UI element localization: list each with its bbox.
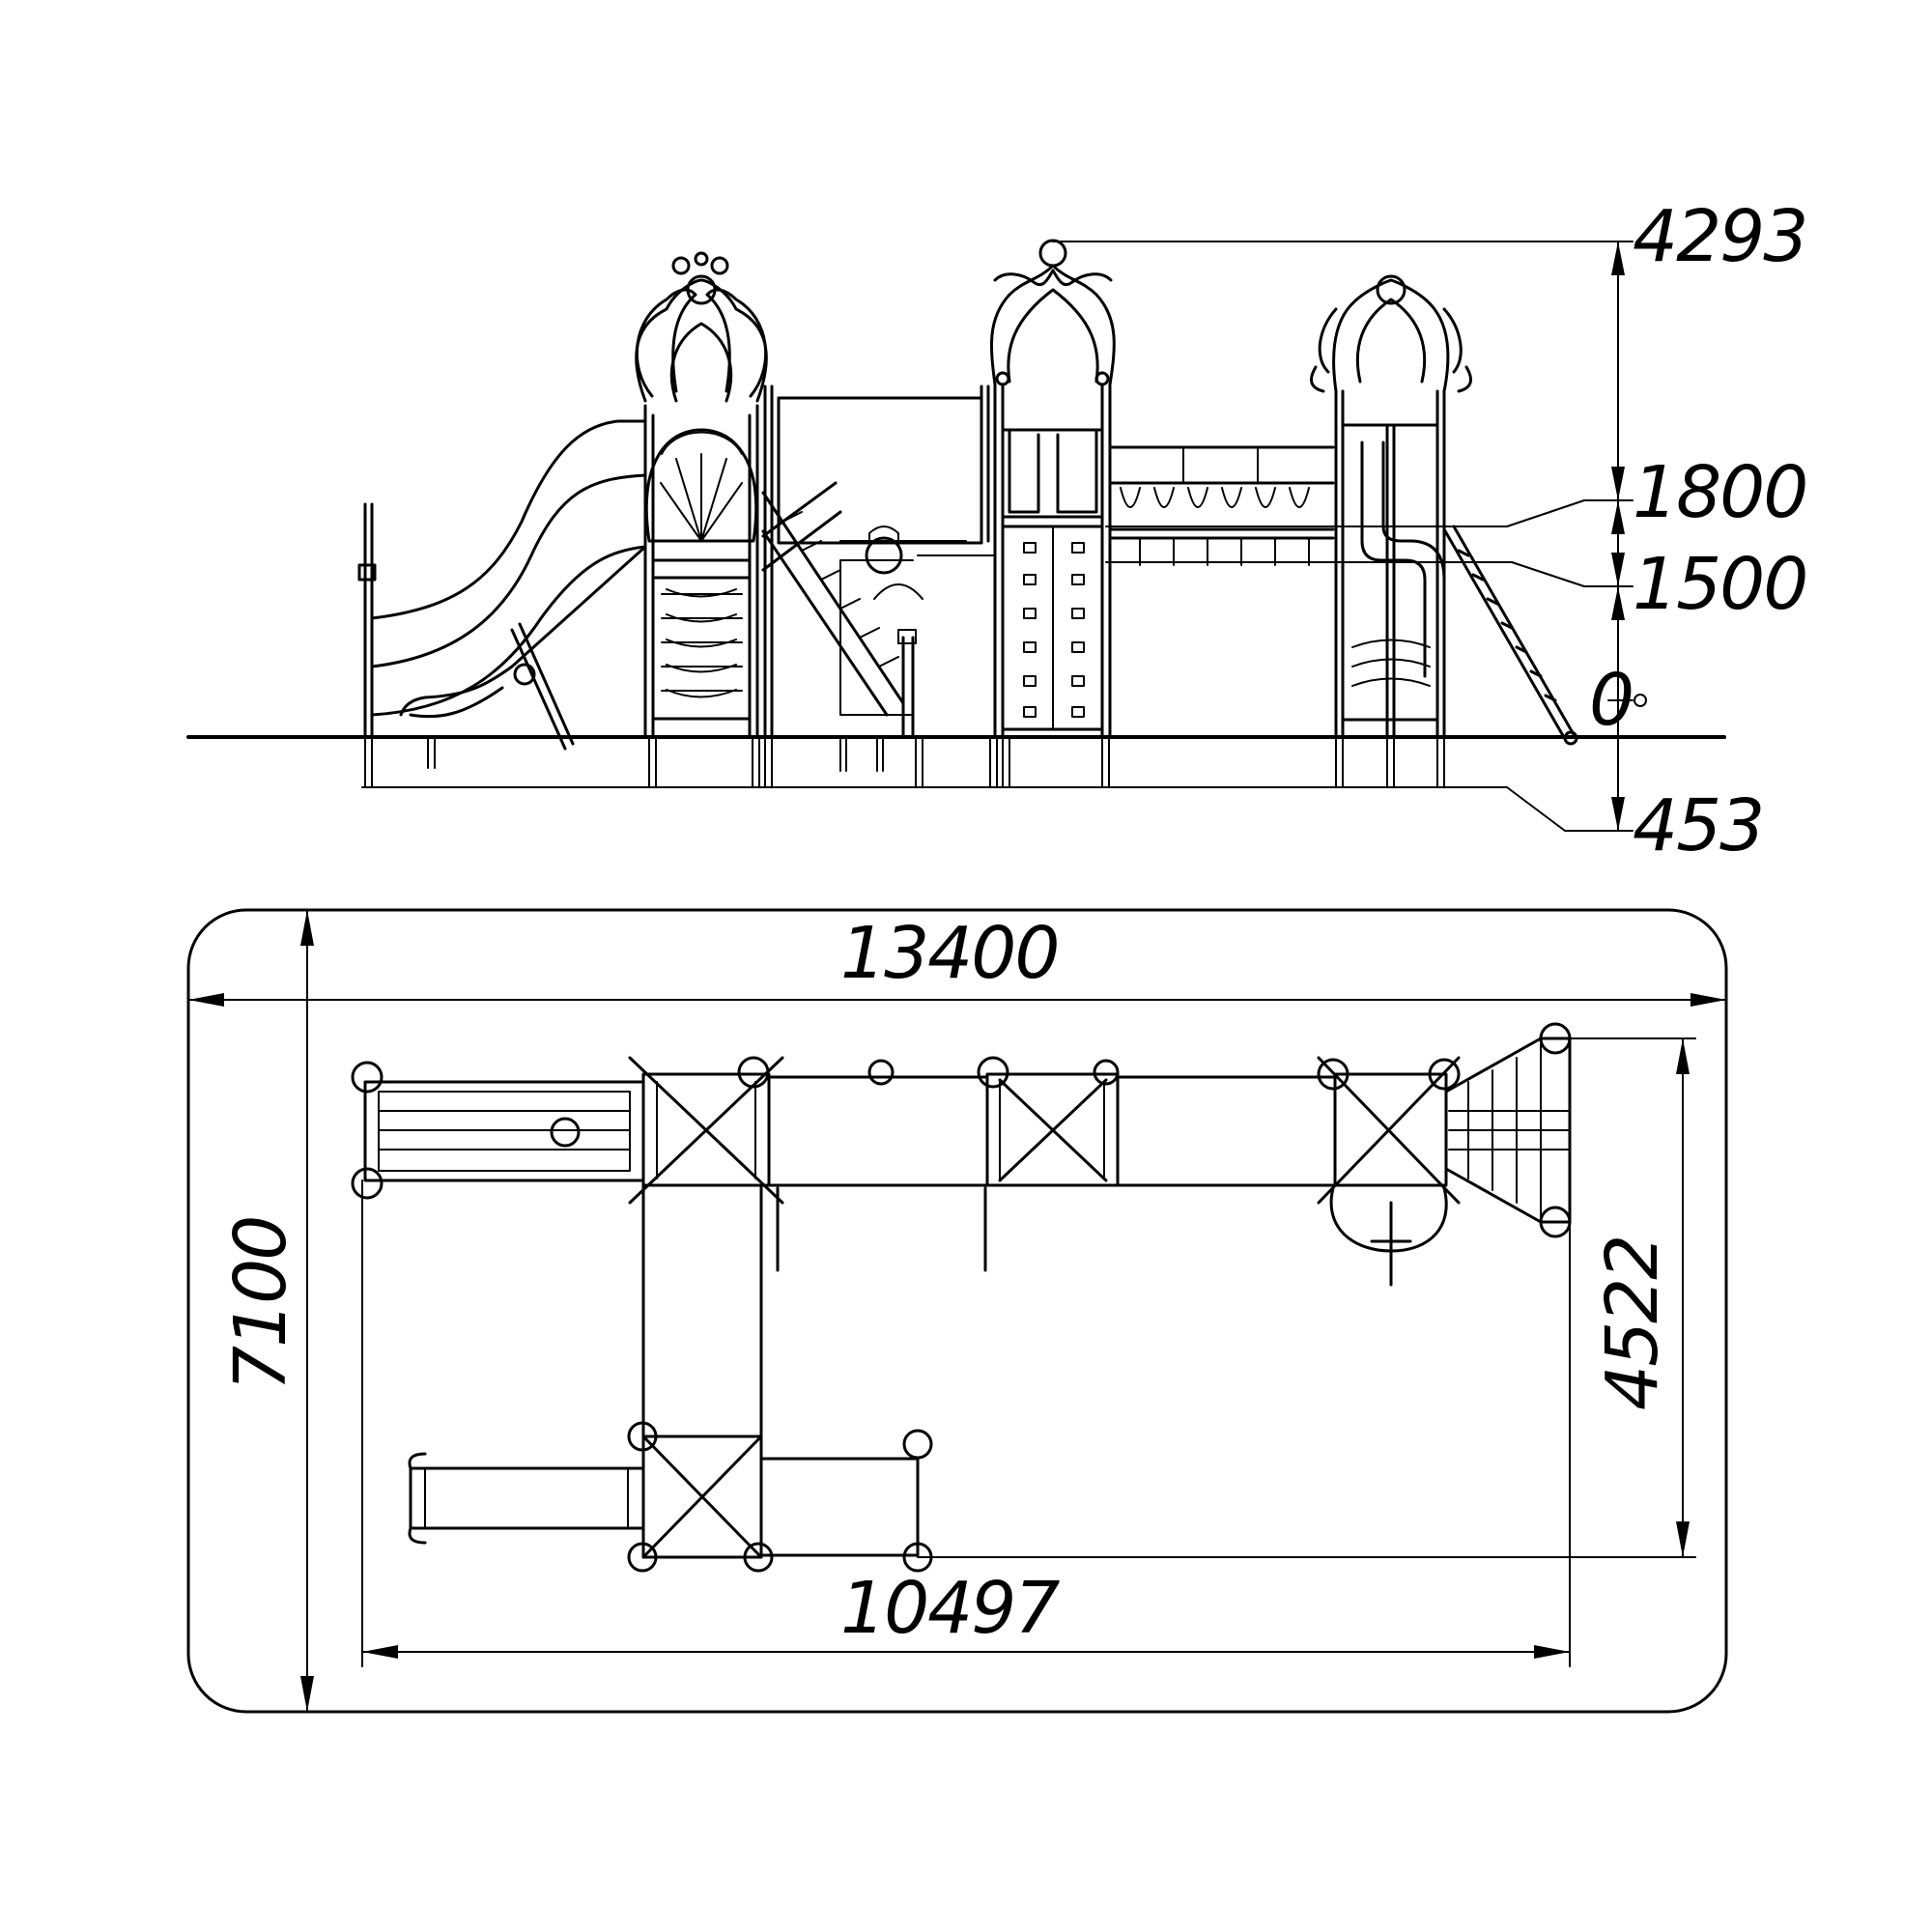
elevation-dim-lines <box>1052 241 1634 832</box>
plan-stair-run <box>641 1183 763 1438</box>
plan-view: 13400 10497 7100 4522 <box>186 908 1728 1714</box>
elevation-dim-arrows <box>1611 242 1625 831</box>
lock-icon <box>865 536 903 575</box>
dolphin-crest-left <box>635 251 768 398</box>
wavy-slide <box>370 419 647 719</box>
shell-icon <box>644 428 758 543</box>
dim-equipment-width: 4522 <box>1591 1236 1674 1410</box>
slide-end-post <box>357 502 377 739</box>
plan-platform-4 <box>627 1421 774 1573</box>
plan-dim-lines <box>187 909 1727 1713</box>
dim-foundation-depth: 453 <box>1633 784 1763 867</box>
dim-equipment-length: 10497 <box>840 1567 1060 1650</box>
net-ladder <box>1442 525 1578 746</box>
plan-platform-1 <box>628 1056 784 1205</box>
plan-net-walkway <box>351 1061 645 1200</box>
bridge <box>1108 445 1335 566</box>
dim-total-height: 4293 <box>1633 195 1806 278</box>
dim-ground-level: 0 <box>1589 659 1633 742</box>
shell-tower <box>635 278 768 739</box>
plan-tunnel <box>737 1056 1009 1272</box>
dolphin-icon <box>705 288 768 398</box>
safety-zone-outline <box>186 908 1728 1714</box>
plan-platform-3 <box>1317 1056 1461 1287</box>
plan-bridge <box>1116 1075 1337 1187</box>
dolphin-icon <box>1051 269 1113 287</box>
dolphin-icon <box>635 288 697 398</box>
middle-tower <box>989 239 1116 739</box>
slide-support <box>510 622 575 751</box>
plan-lower-slide <box>408 1452 645 1545</box>
dim-platform-low: 1500 <box>1633 543 1806 626</box>
plan-lower-ramp <box>759 1429 933 1573</box>
dolphin-icon <box>993 269 1055 287</box>
plan-net-fan <box>1444 1022 1572 1238</box>
dim-platform-high: 1800 <box>1633 451 1806 534</box>
elevation-view: 4293 1800 1500 0 453 <box>186 195 1808 867</box>
foundation-posts <box>364 736 1445 788</box>
dim-zone-length: 13400 <box>840 912 1058 995</box>
dim-zone-width: 7100 <box>219 1217 302 1391</box>
plan-dim-arrows <box>188 910 1726 1712</box>
level-zero-marker <box>1634 694 1647 707</box>
tube-tower <box>1310 274 1472 739</box>
dolphin-icon <box>1318 307 1463 374</box>
stair-section <box>761 384 996 739</box>
